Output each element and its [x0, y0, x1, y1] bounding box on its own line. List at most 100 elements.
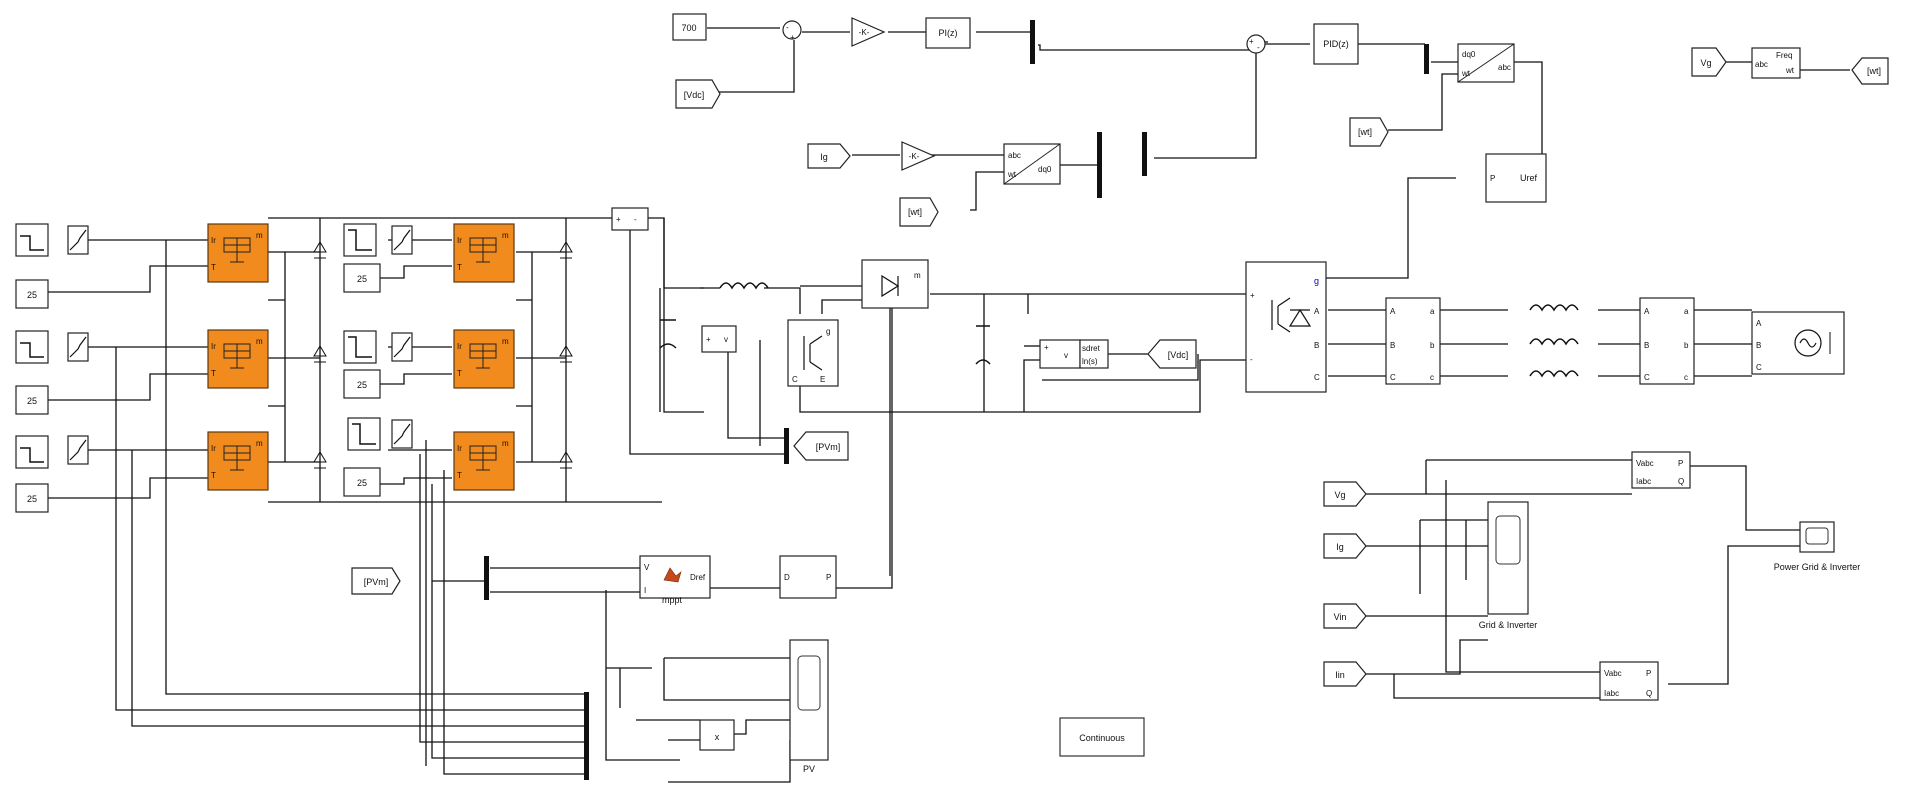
dq0-abc-transform[interactable]: dq0 wt abc: [1457, 43, 1515, 83]
wt-from-tag-2[interactable]: [wt]: [899, 197, 939, 227]
irradiance-step-4[interactable]: [343, 223, 377, 257]
pid-label: PID(z): [1323, 39, 1349, 49]
pv-module-5[interactable]: Ir T m: [453, 329, 515, 389]
wt-tag-2: [wt]: [908, 207, 922, 217]
dc-voltage-ref-block[interactable]: 700: [672, 13, 707, 41]
voltage-measure-pv[interactable]: + v: [701, 325, 737, 353]
saturation-2[interactable]: [67, 332, 89, 362]
boost-igbt[interactable]: g C E: [787, 319, 839, 387]
dq0-label: dq0: [1462, 50, 1476, 59]
ig-from-tag-2[interactable]: Ig: [1323, 533, 1367, 559]
boost-diode-block[interactable]: m: [861, 259, 929, 309]
irradiance-step-3[interactable]: [15, 435, 49, 469]
three-phase-inverter[interactable]: g + - A B C: [1245, 261, 1327, 393]
pci-vabc: Vabc: [1604, 669, 1622, 678]
iin-from-tag[interactable]: Iin: [1323, 661, 1367, 687]
solar-panel-icon: [223, 237, 251, 263]
pll-freq-port: Freq: [1776, 51, 1792, 60]
vim2-b: b: [1684, 341, 1689, 350]
pci-q: Q: [1646, 689, 1652, 698]
pv5-t-port: T: [457, 369, 462, 378]
power-calc-inverter[interactable]: Vabc Iabc P Q: [1599, 661, 1659, 701]
matlab-function-icon: [663, 567, 682, 583]
pi-controller[interactable]: PI(z): [925, 17, 971, 49]
sum-block-2[interactable]: + -: [1246, 34, 1266, 54]
vpv-plus: +: [706, 335, 711, 344]
vi-measurement-1[interactable]: A B C a b c: [1385, 297, 1441, 385]
saturation-6[interactable]: [391, 419, 413, 449]
vim1-c: c: [1430, 373, 1434, 382]
vg-from-tag-1[interactable]: Vg: [1691, 47, 1727, 77]
vdc-measure[interactable]: + v: [1039, 339, 1081, 369]
solar-panel-icon: [223, 343, 251, 369]
wt-goto-tag[interactable]: [wt]: [1851, 57, 1889, 85]
pv-module-3[interactable]: Ir T m: [207, 431, 269, 491]
pvm-from-tag[interactable]: [PVm]: [351, 567, 401, 595]
temp-const-3[interactable]: 25: [15, 483, 49, 513]
temp-const-5[interactable]: 25: [343, 369, 381, 399]
bypass-diodes: [313, 241, 573, 469]
pv-module-6[interactable]: Ir T m: [453, 431, 515, 491]
saturation-1[interactable]: [67, 225, 89, 255]
pv-module-4[interactable]: Ir T m: [453, 223, 515, 283]
gain-block-1[interactable]: -K-: [851, 17, 886, 47]
grid-inverter-scope-label: Grid & Inverter: [1479, 620, 1538, 630]
mppt-dref-port: Dref: [690, 573, 706, 582]
power-calc-grid[interactable]: Vabc Iabc P Q: [1631, 451, 1691, 489]
temp-const-6[interactable]: 25: [343, 467, 381, 497]
sum1-plus: +: [790, 33, 795, 42]
pvm-goto-tag[interactable]: [PVm]: [793, 431, 849, 461]
inverter-C: C: [1314, 373, 1320, 382]
three-phase-source[interactable]: A B C: [1751, 311, 1845, 375]
pwm-p-port: P: [1490, 174, 1495, 183]
const-700: 700: [681, 23, 696, 33]
pv6-ir-port: Ir: [457, 444, 462, 453]
vdc-from-tag[interactable]: [Vdc]: [675, 79, 721, 109]
irradiance-step-1[interactable]: [15, 223, 49, 257]
vg-from-tag-2[interactable]: Vg: [1323, 481, 1367, 507]
discrete-filter[interactable]: sdret ln(s): [1079, 339, 1109, 369]
mux-bar-3: [1142, 132, 1147, 176]
const-25-1: 25: [27, 290, 37, 300]
pv1-m-port: m: [256, 231, 263, 240]
vg-label-2: Vg: [1334, 490, 1345, 500]
grid-inverter-scope[interactable]: Grid & Inverter: [1479, 501, 1538, 630]
pwm-generator[interactable]: P Uref: [1485, 153, 1547, 203]
pv-current-measure[interactable]: + -: [611, 207, 649, 231]
temp-const-1[interactable]: 25: [15, 279, 49, 309]
irradiance-step-5[interactable]: [343, 330, 377, 364]
pv-module-1[interactable]: Ir T m: [207, 223, 269, 283]
saturation-4[interactable]: [391, 225, 413, 255]
irradiance-step-6[interactable]: [347, 417, 381, 451]
gain-block-2[interactable]: -K-: [901, 141, 936, 171]
vin-from-tag[interactable]: Vin: [1323, 603, 1367, 629]
saturation-5[interactable]: [391, 332, 413, 362]
temp-const-2[interactable]: 25: [15, 385, 49, 415]
filter-den: ln(s): [1082, 357, 1098, 366]
boost-inductor: [719, 282, 769, 290]
powergui-block[interactable]: Continuous: [1059, 717, 1145, 757]
irradiance-step-2[interactable]: [15, 330, 49, 364]
power-scope[interactable]: Power Grid & Inverter: [1774, 521, 1861, 572]
inverter-A: A: [1314, 307, 1320, 316]
pll-block[interactable]: abc Freq wt: [1751, 47, 1801, 79]
saturation-3[interactable]: [67, 435, 89, 465]
sum-block-1[interactable]: - +: [782, 20, 802, 42]
temp-const-4[interactable]: 25: [343, 263, 381, 293]
ig-from-tag[interactable]: Ig: [807, 143, 851, 169]
mppt-v-port: V: [644, 563, 650, 572]
wt-from-tag-1[interactable]: [wt]: [1349, 117, 1389, 147]
const-25-6: 25: [357, 478, 367, 488]
vdc-goto-tag[interactable]: [Vdc]: [1147, 339, 1197, 369]
pv-module-2[interactable]: Ir T m: [207, 329, 269, 389]
pwm-duty-block[interactable]: D P: [779, 555, 837, 599]
pid-controller[interactable]: PID(z): [1313, 23, 1359, 65]
multiply-block[interactable]: x: [699, 719, 735, 751]
mppt-function-block[interactable]: V I Dref mppt: [639, 555, 711, 605]
abc-wt-port: wt: [1007, 170, 1017, 179]
pv-scope[interactable]: PV: [789, 639, 829, 774]
abc-dq0-transform[interactable]: abc wt dq0: [1003, 143, 1061, 185]
vi-measurement-2[interactable]: A B C a b c: [1639, 297, 1695, 385]
